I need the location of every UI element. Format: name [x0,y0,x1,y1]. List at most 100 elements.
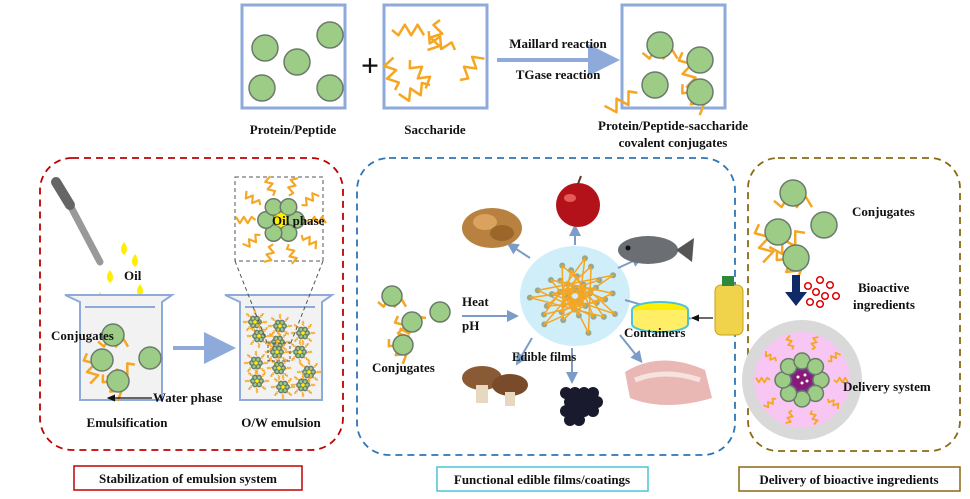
saccharide-chain [263,340,268,346]
saccharide-chain [391,23,426,37]
protein-particle [256,374,262,381]
saccharide-chain [287,378,293,383]
films-caption: Functional edible films/coatings [454,472,630,487]
saccharide-chain [269,332,274,338]
saccharide-chain [785,334,795,350]
saccharide-chain [254,350,258,357]
edible-films-label: Edible films [512,350,576,364]
network-link [550,279,613,295]
saccharide-chain [285,366,292,370]
saccharide-chain [296,370,303,374]
network-link [574,288,587,307]
network-link [561,265,564,321]
bioactive-molecule [811,287,821,297]
maillard-label: Maillard reaction [509,36,607,51]
saccharide-chain [427,30,457,51]
saccharide-chain [827,398,840,409]
protein-particle [302,326,308,333]
saccharide-chain [290,331,297,335]
oil-core [301,383,305,387]
down-arrow [785,275,807,306]
saccharide-chain [427,19,444,52]
mushroom-icon [462,366,528,406]
protein-label: Protein/Peptide [250,122,337,137]
protein-particle [299,345,305,352]
oil-drop [132,254,138,267]
grape [587,387,599,399]
oil-core [257,334,261,338]
protein-particle [779,179,807,207]
oil-core [301,331,305,335]
saccharide-chain [244,190,262,206]
emulsion-caption: Stabilization of emulsion system [99,471,277,486]
network-link [543,257,586,315]
saccharide-chain [298,339,302,346]
product-label-1: Protein/Peptide-saccharide [598,118,748,133]
saccharide-chain [763,397,777,409]
protein-particle [764,218,792,246]
saccharide-chain [307,389,312,395]
saccharide-chain [235,215,257,225]
saccharide-chain [270,385,277,389]
protein-particle [106,369,130,393]
application-arrow [506,242,531,259]
encapsulated-molecule [796,375,800,379]
containers-label: Containers [624,325,685,340]
bioactive-molecule [831,291,841,301]
protein-particle [258,329,264,336]
protein-particle [810,211,838,239]
saccharide-chain [764,351,777,362]
oil-label: Oil [124,268,142,283]
grape [573,396,585,408]
delivery-panel [747,157,961,452]
films-caption-box [436,466,649,492]
grape [578,387,590,399]
grape [578,405,590,417]
saccharide-chain [246,367,252,372]
saccharide-chain [264,175,277,197]
oil-core [278,324,282,328]
saccharide-chain [287,177,299,197]
protein-particle [276,345,282,352]
saccharide-chain [300,362,305,368]
network-link [543,292,613,326]
saccharide-chain [261,372,267,377]
saccharide-chain [283,372,288,378]
delivery-caption: Delivery of bioactive ingredients [759,472,938,487]
network-link [561,264,616,315]
bioactive-molecule [815,299,825,309]
emulsification-label: Emulsification [87,415,169,430]
saccharide-chain [291,342,296,348]
saccharide-chain [294,323,299,329]
bioactive-ingredients-icon [803,275,841,309]
protein-particle [255,356,261,363]
saccharide-chain [603,90,638,114]
saccharide-label: Saccharide [404,122,466,137]
saccharide-chain [287,391,292,397]
protein-particle [279,319,285,326]
saccharide-chain [309,383,316,387]
oil-core [274,213,288,227]
saccharide-chain [267,324,274,328]
grape [587,405,599,417]
saccharide-chain [810,336,819,351]
saccharide-chain [313,363,319,368]
saccharide-chain [263,243,275,263]
saccharide-chain [260,354,266,359]
grape [560,405,572,417]
grape [569,405,581,417]
grape [564,396,576,408]
saccharide-chain [247,385,253,390]
saccharide-chain [278,313,282,320]
protein-particle [251,34,279,62]
application-arrow [515,337,533,366]
saccharide-chain [301,372,305,379]
protein-particle [316,74,344,102]
saccharide-chain [260,367,265,373]
saccharide-chain [242,233,261,248]
protein-particle [392,334,414,356]
protein-particle [248,74,276,102]
saccharide-chain [300,234,318,250]
saccharide-chain [259,313,265,318]
